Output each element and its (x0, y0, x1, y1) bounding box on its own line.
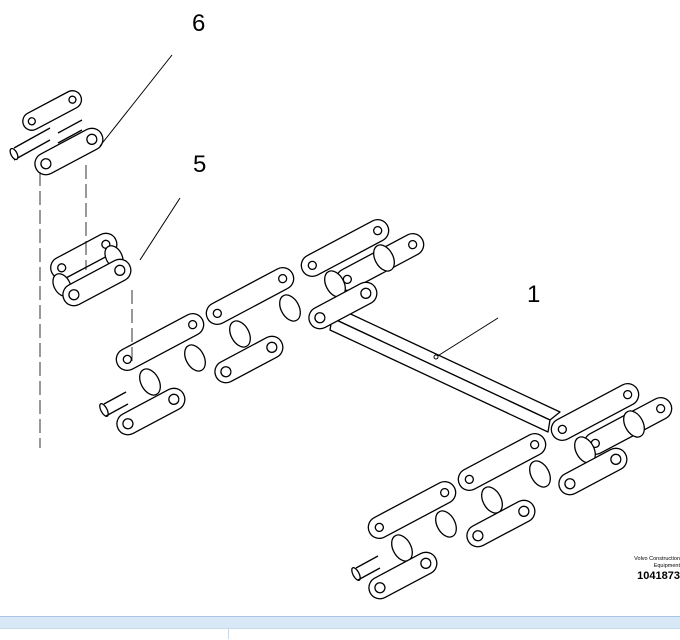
chain-right-front-plates (368, 447, 628, 600)
part-6-connecting-link (9, 90, 104, 176)
drawing-number: 1041873 (637, 570, 680, 582)
leader-dot-1 (433, 354, 439, 360)
status-bar-field (0, 628, 680, 640)
chain-assembly-drawing (9, 54, 673, 600)
leader-lines (99, 54, 499, 358)
callout-5: 5 (193, 151, 207, 178)
cross-bar (329, 309, 561, 433)
bottom-status-bar (0, 616, 680, 640)
volvo-stamp: Volvo Construction Equipment 1041873 (620, 556, 680, 583)
status-bar-separator (228, 628, 229, 639)
stamp-company: Volvo Construction (634, 556, 680, 562)
chain-left-rollers (99, 244, 395, 417)
callout-1: 1 (527, 281, 541, 308)
part-5-chain-link (50, 232, 132, 307)
callout-6: 6 (192, 10, 206, 37)
stamp-division: Equipment (653, 563, 680, 569)
chain-left-front-plates (116, 281, 378, 436)
chain-right-rollers (351, 410, 645, 581)
assembly-guide-lines (39, 165, 133, 448)
